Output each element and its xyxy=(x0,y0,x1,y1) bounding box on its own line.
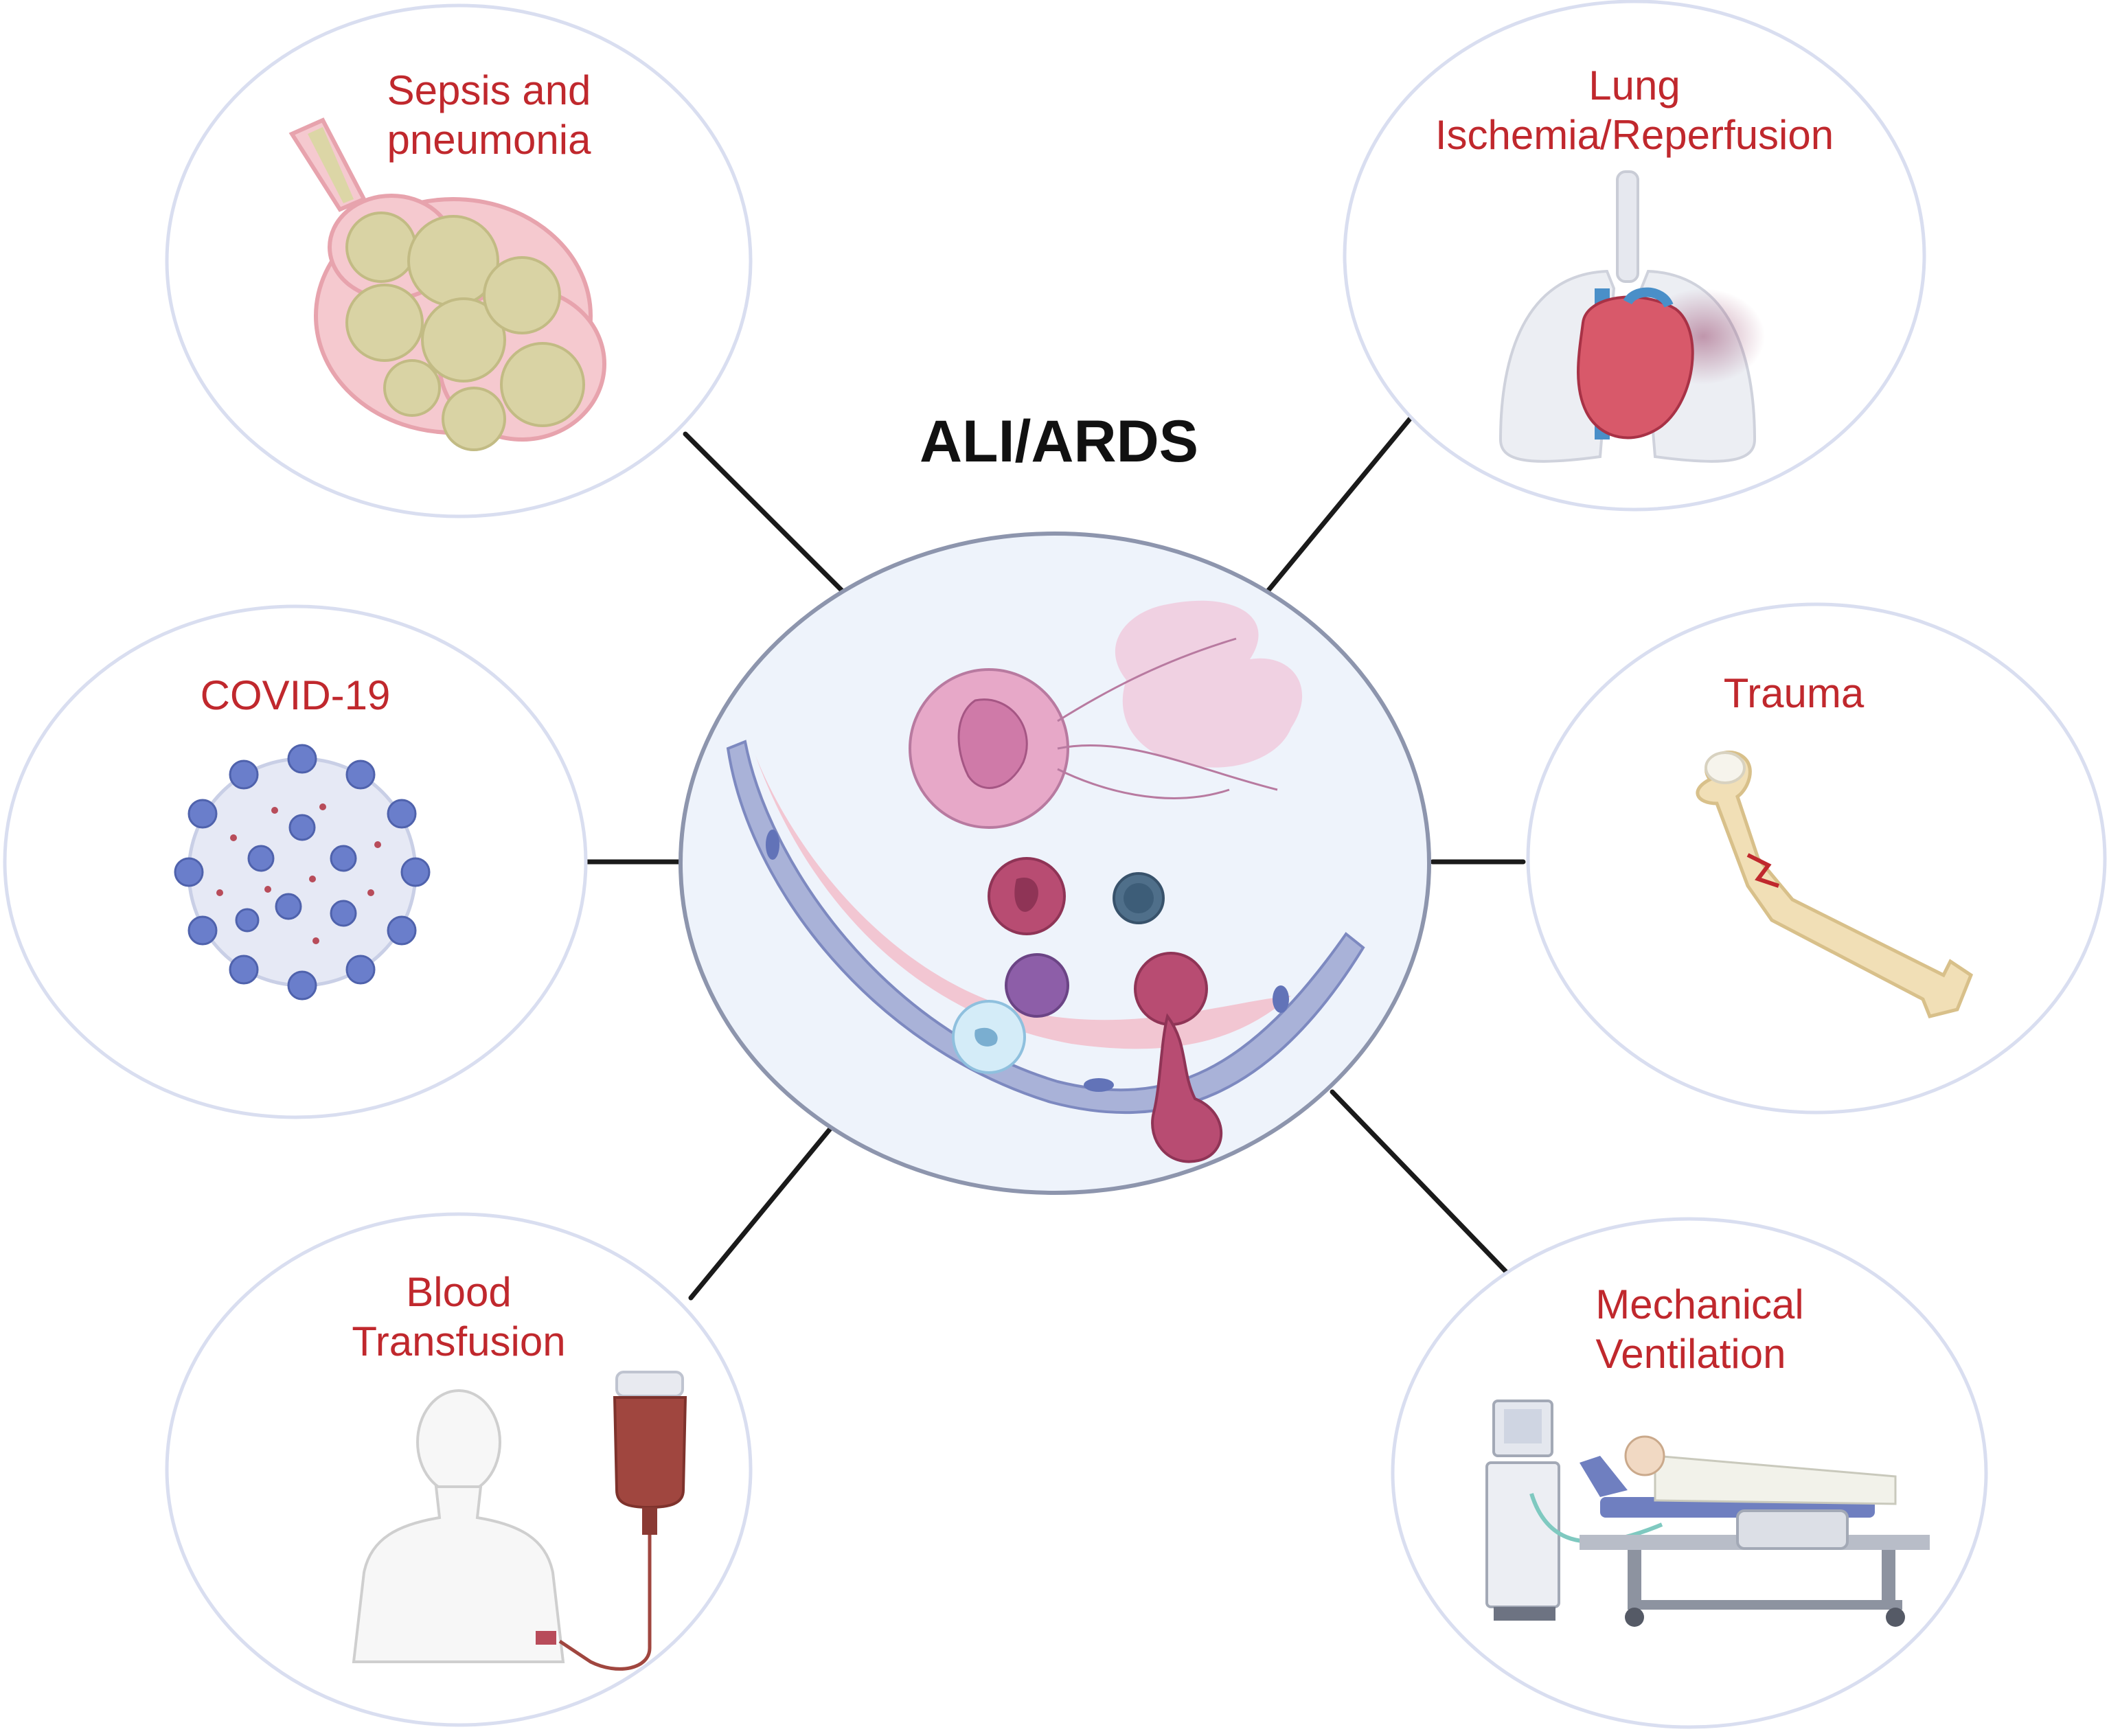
sepsis-caption-line2: pneumonia xyxy=(387,117,592,163)
ventilation-caption-line1: Mechanical xyxy=(1595,1281,1804,1327)
ventilator-bed-icon xyxy=(1485,1400,1930,1627)
cause-sepsis-pneumonia: Sepsis and pneumonia xyxy=(165,3,753,518)
lungs-heart-illustration xyxy=(1498,170,1765,463)
lung-ir-caption-line1: Lung xyxy=(1588,62,1680,108)
connector-ventilation xyxy=(1330,1089,1511,1277)
cause-covid-19: COVID-19 xyxy=(3,604,588,1119)
diagram-title: ALI/ARDS xyxy=(920,409,1198,475)
connector-sepsis xyxy=(683,431,846,595)
transfusion-caption-line2: Transfusion xyxy=(352,1318,565,1364)
patient-silhouette xyxy=(352,1389,565,1663)
iv-blood-bag-icon xyxy=(558,1371,687,1671)
fractured-femur-icon xyxy=(1696,751,1974,1018)
cause-trauma: Trauma xyxy=(1526,602,2107,1115)
coronavirus-icon xyxy=(174,744,431,1001)
covid-caption: COVID-19 xyxy=(201,672,391,718)
ventilation-caption-line2: Ventilation xyxy=(1596,1331,1786,1377)
transfusion-caption-line1: Blood xyxy=(406,1269,511,1315)
sepsis-caption-line1: Sepsis and xyxy=(387,67,591,113)
alveoli-illustration xyxy=(288,117,606,451)
trauma-caption: Trauma xyxy=(1724,670,1865,716)
connectors xyxy=(583,416,1526,1301)
connector-transfusion xyxy=(688,1123,835,1301)
center-ali-ards: ALI/ARDS xyxy=(679,409,1431,1195)
immune-cells-illustration xyxy=(726,600,1365,1163)
cause-mechanical-ventilation: Mechanical Ventilation xyxy=(1391,1217,1988,1729)
connector-lung-ir xyxy=(1264,416,1413,595)
lung-ir-caption-line2: Ischemia/Reperfusion xyxy=(1435,112,1834,158)
cause-lung-ischemia-reperfusion: Lung Ischemia/Reperfusion xyxy=(1343,0,1926,512)
cause-blood-transfusion: Blood Transfusion xyxy=(165,1212,753,1727)
